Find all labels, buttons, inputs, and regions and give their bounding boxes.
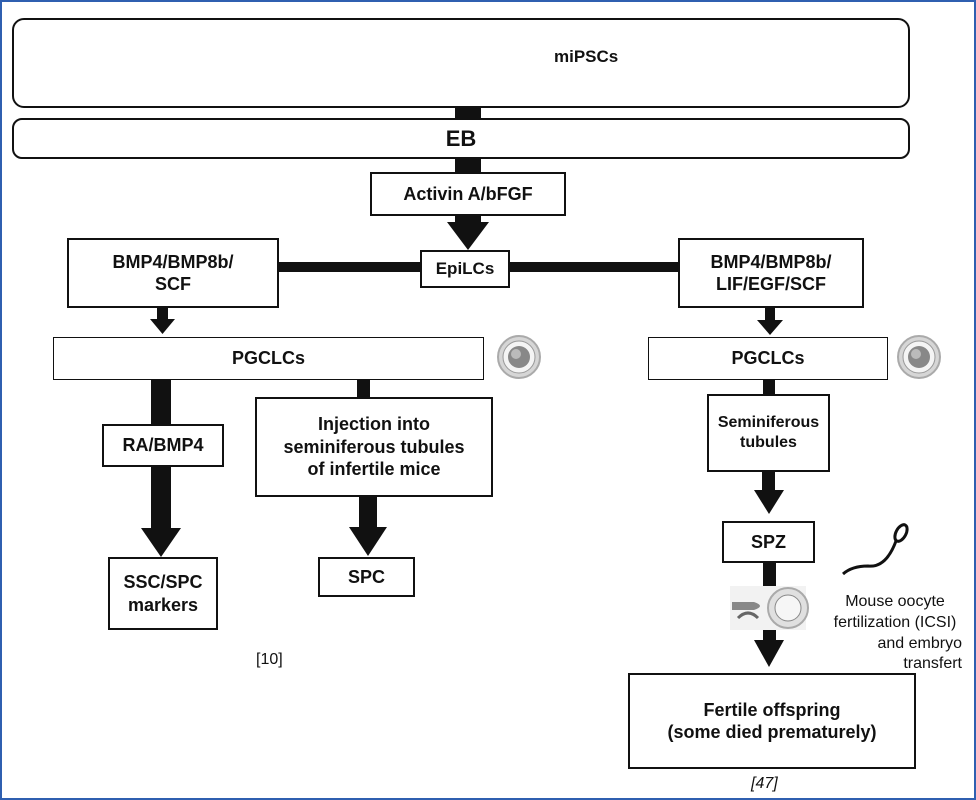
offspring-line2: (some died prematurely)	[667, 722, 877, 742]
injection-box: Injection into seminiferous tubules of i…	[255, 397, 493, 497]
mipscs-label: miPSCs	[554, 47, 619, 66]
left-shaft-3	[151, 465, 171, 531]
eb-label: EB	[445, 125, 477, 151]
left-pgclcs-box: PGCLCs	[53, 337, 484, 380]
trunk-connector-2	[455, 158, 481, 174]
connector-right	[508, 262, 680, 272]
eb-box: EB	[12, 118, 910, 159]
tubules-box: Seminiferous tubules	[707, 394, 830, 472]
offspring-box: Fertile offspring (some died prematurely…	[628, 673, 916, 769]
icsi-line3: and embryo	[877, 634, 963, 652]
trunk-connector-1	[455, 107, 481, 119]
right-reference: [47]	[751, 775, 778, 792]
right-factors-box: BMP4/BMP8b/ LIF/EGF/SCF	[678, 238, 864, 308]
injection-line1: Injection into	[318, 414, 430, 435]
connector-left	[278, 262, 422, 272]
markers-line2: markers	[127, 594, 199, 615]
left-shaft-1	[157, 307, 168, 321]
spz-box: SPZ	[722, 521, 815, 563]
left-factors-line2: SCF	[155, 274, 191, 294]
offspring-line1: Fertile offspring	[703, 699, 841, 720]
arrow-left-markers	[141, 528, 181, 557]
icsi-line4: transfert	[903, 655, 962, 673]
spc-box: SPC	[318, 557, 415, 597]
spc-label: SPC	[347, 566, 385, 587]
arrow-to-epilcs	[447, 222, 489, 250]
tubules-line2: tubules	[740, 434, 797, 451]
sperm-icon	[842, 523, 909, 576]
oocyte-icsi-icon	[730, 586, 809, 630]
markers-line1: SSC/SPC	[123, 572, 203, 592]
tubules-line1: Seminiferous	[717, 414, 820, 431]
markers-box: SSC/SPC markers	[108, 557, 218, 630]
arrow-right-pgclcs	[757, 320, 783, 335]
right-shaft-2	[763, 379, 775, 395]
icsi-line1: Mouse oocyte	[845, 593, 945, 610]
pgclc-cell-icon	[897, 335, 941, 379]
ra-bmp4-label: RA/BMP4	[122, 435, 204, 456]
right-factors-line2: LIF/EGF/SCF	[716, 274, 826, 294]
epilcs-box: EpiLCs	[420, 250, 510, 288]
injection-line2: seminiferous tubules	[283, 436, 465, 457]
activin-label: Activin A/bFGF	[403, 183, 533, 204]
arrow-right-spz	[754, 490, 784, 514]
left-pgclcs-label: PGCLCs	[231, 348, 305, 369]
mipscs-box: miPSCs	[12, 18, 910, 108]
right-pgclcs-box: PGCLCs	[648, 337, 888, 380]
icsi-line2: fertilization (ICSI)	[833, 613, 957, 631]
left-factors-line1: BMP4/BMP8b/	[112, 251, 234, 272]
mid-shaft-1	[357, 379, 370, 399]
injection-line3: of infertile mice	[307, 459, 441, 480]
arrow-left-pgclcs	[150, 319, 175, 334]
spz-label: SPZ	[750, 531, 786, 552]
right-pgclcs-label: PGCLCs	[731, 348, 805, 369]
left-reference: [10]	[256, 651, 283, 668]
pgclc-cell-icon	[497, 335, 541, 379]
right-factors-line1: BMP4/BMP8b/	[710, 251, 832, 272]
arrow-mid-spc	[349, 527, 387, 556]
epilcs-label: EpiLCs	[435, 259, 495, 279]
arrow-right-offspring	[754, 640, 784, 667]
activin-box: Activin A/bFGF	[370, 172, 566, 216]
icsi-caption: Mouse oocyte fertilization (ICSI) and em…	[822, 592, 968, 675]
right-shaft-3	[762, 470, 775, 492]
mid-shaft-2	[359, 496, 377, 530]
left-shaft-2	[151, 379, 171, 425]
right-shaft-1	[765, 307, 775, 323]
trunk-connector-3	[455, 216, 481, 224]
left-factors-box: BMP4/BMP8b/ SCF	[67, 238, 279, 308]
ra-bmp4-box: RA/BMP4	[102, 424, 224, 467]
